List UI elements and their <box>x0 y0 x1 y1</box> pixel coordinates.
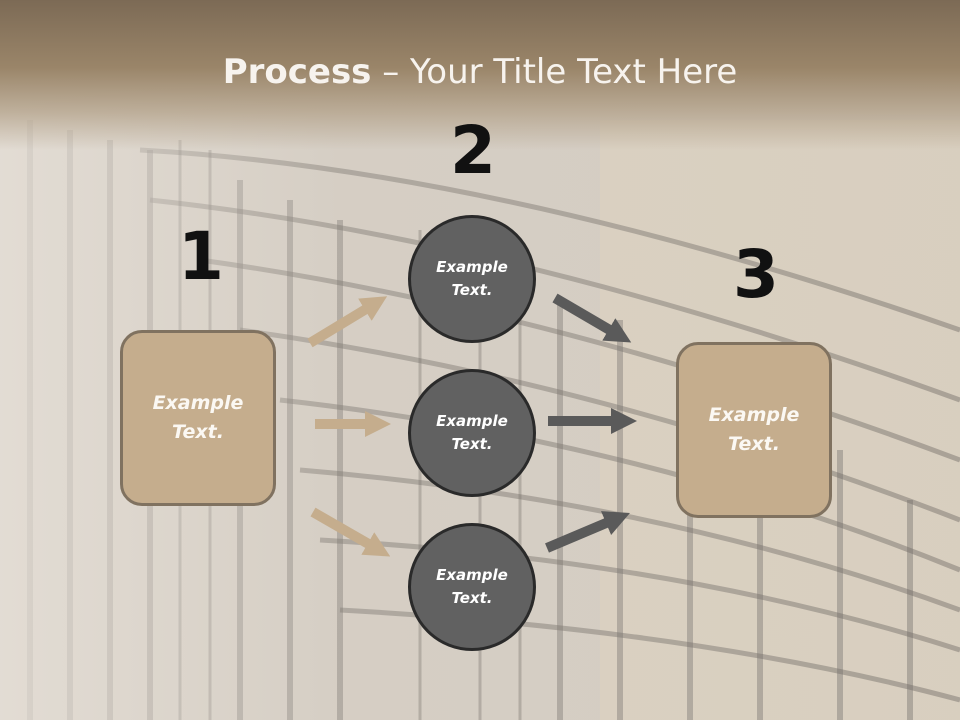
circle-top: Example Text. <box>408 215 536 343</box>
circle-bottom: Example Text. <box>408 523 536 651</box>
title-bold: Process <box>222 52 372 92</box>
step-number-2: 2 <box>450 112 496 189</box>
circle-top-label: Example Text. <box>436 258 508 299</box>
arrow-left-down <box>310 507 391 557</box>
left-box: Example Text. <box>120 330 276 506</box>
title-rest: – Your Title Text Here <box>371 52 738 92</box>
step-number-1: 1 <box>178 218 224 295</box>
arrow-left-up <box>307 296 388 348</box>
right-box-label: Example Text. <box>708 404 800 455</box>
step-number-3: 3 <box>733 236 779 313</box>
slide-title: Process – Your Title Text Here <box>0 52 960 92</box>
header-band <box>0 0 960 150</box>
arrow-right-down <box>552 293 632 343</box>
circle-bottom-label: Example Text. <box>436 566 508 607</box>
circle-middle: Example Text. <box>408 369 536 497</box>
circle-middle-label: Example Text. <box>436 412 508 453</box>
left-box-label: Example Text. <box>152 392 244 443</box>
right-box: Example Text. <box>676 342 832 518</box>
arrow-right-up <box>545 511 630 553</box>
